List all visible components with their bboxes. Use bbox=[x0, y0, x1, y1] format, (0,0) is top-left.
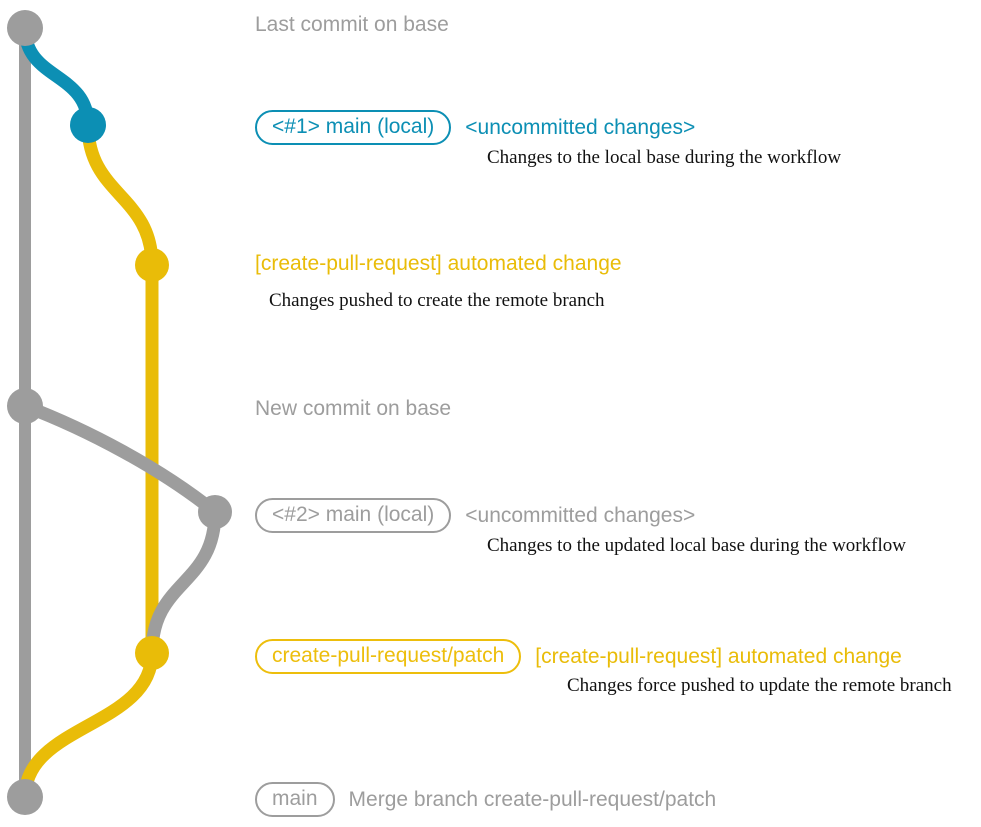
commit-subject: Merge branch create-pull-request/patch bbox=[348, 788, 717, 811]
commit-description: Changes to the local base during the wor… bbox=[487, 147, 842, 168]
patch-merge-line bbox=[18, 646, 159, 804]
commit-row-automated-change-2: create-pull-request/patch [create-pull-r… bbox=[255, 639, 902, 674]
commit-subject: <uncommitted changes> bbox=[465, 504, 696, 527]
patch-branch-line-1 bbox=[81, 118, 159, 272]
commit-node-local-1[interactable] bbox=[70, 107, 106, 143]
commit-subject: [create-pull-request] automated change bbox=[255, 252, 622, 275]
commit-row-automated-change-1: [create-pull-request] automated change bbox=[255, 253, 622, 274]
ref-badge-create-pull-request-patch[interactable]: create-pull-request/patch bbox=[255, 639, 522, 674]
commit-row-merge-commit: main Merge branch create-pull-request/pa… bbox=[255, 782, 716, 817]
updated-local-to-patch-line bbox=[145, 505, 222, 660]
commit-node-patch-2[interactable] bbox=[135, 636, 169, 670]
commit-description: Changes pushed to create the remote bran… bbox=[269, 290, 605, 311]
commit-node-base-2[interactable] bbox=[7, 388, 43, 424]
commit-row-new-commit-on-base: New commit on base bbox=[255, 398, 451, 419]
commit-subject: Last commit on base bbox=[255, 13, 449, 36]
commit-description: Changes force pushed to update the remot… bbox=[567, 675, 952, 696]
updated-local-branch-line bbox=[18, 399, 222, 519]
commit-node-patch-1[interactable] bbox=[135, 248, 169, 282]
commit-node-base-1[interactable] bbox=[7, 10, 43, 46]
commit-node-local-2[interactable] bbox=[198, 495, 232, 529]
commit-row-local-change-1: <#1> main (local) <uncommitted changes> bbox=[255, 110, 695, 145]
ref-badge-main-local-1[interactable]: <#1> main (local) bbox=[255, 110, 452, 145]
commit-subject: New commit on base bbox=[255, 397, 452, 420]
commit-subject: <uncommitted changes> bbox=[465, 116, 696, 139]
commit-node-merge[interactable] bbox=[7, 779, 43, 815]
commit-description: Changes to the updated local base during… bbox=[487, 535, 906, 556]
commit-row-last-commit-on-base: Last commit on base bbox=[255, 14, 449, 35]
ref-badge-main-local-2[interactable]: <#2> main (local) bbox=[255, 498, 452, 533]
commit-subject: [create-pull-request] automated change bbox=[535, 645, 902, 668]
ref-badge-main[interactable]: main bbox=[255, 782, 335, 817]
commit-row-local-change-2: <#2> main (local) <uncommitted changes> bbox=[255, 498, 695, 533]
